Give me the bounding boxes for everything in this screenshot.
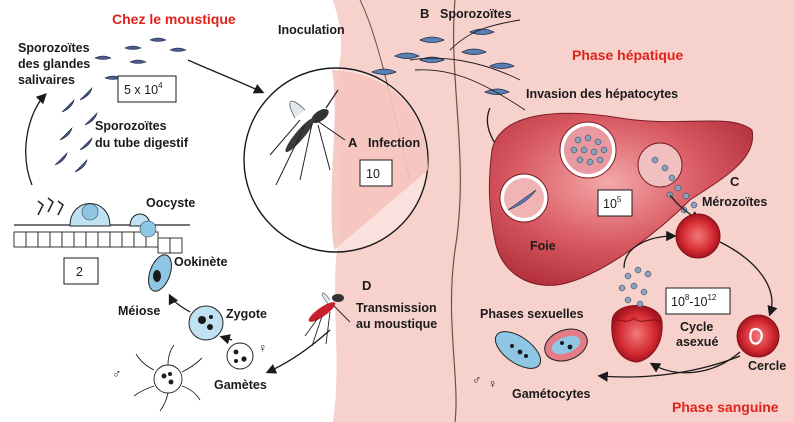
female-gamete-icon (226, 342, 254, 370)
arrow-cycle-to-gametocytes (597, 355, 741, 382)
female-symbol-left: ♀ (258, 341, 267, 355)
infection-count: 10 (366, 167, 380, 181)
label-ring: Cercle (748, 359, 786, 373)
released-merozoites-icons (618, 266, 652, 308)
label-oocyst: Oocyste (146, 196, 195, 210)
oocyst-icon (69, 203, 157, 238)
svg-text:salivaires: salivaires (18, 73, 75, 87)
male-gamete-icon (133, 344, 203, 412)
erythrocyte-top-icon (675, 213, 721, 259)
ring-erythrocyte-icon (736, 314, 780, 358)
arrow-cycle-merozoite-to-ring (719, 241, 778, 317)
arrow-salivary-to-inoculation (187, 59, 265, 94)
letter-a: A (348, 135, 358, 150)
label-asexual: asexué (676, 335, 718, 349)
label-sexual-phases: Phases sexuelles (480, 307, 584, 321)
sporozoites-mosquito-icons (54, 37, 187, 173)
salivary-count: 5 x 104 (124, 81, 163, 97)
body-contour (450, 0, 461, 422)
label-infection: Infection (368, 136, 420, 150)
gametocyte-female-icon (544, 328, 588, 362)
letter-c: C (730, 174, 740, 189)
title-mosquito: Chez le moustique (112, 11, 236, 27)
liver-count-box (597, 189, 633, 217)
infected-hepatocyte-icon (559, 121, 617, 179)
oocyst-count-box (63, 257, 99, 285)
svg-text:du tube digestif: du tube digestif (95, 136, 189, 150)
label-hepatocyte-invasion: Invasion des hépatocytes (526, 87, 678, 101)
label-gametes: Gamètes (214, 378, 267, 392)
label-meiosis: Méiose (118, 304, 160, 318)
zygote-icon (188, 305, 224, 341)
arrow-gametes-to-zygote (219, 334, 233, 345)
label-sporozoites-top: Sporozoïtes (440, 7, 512, 21)
male-symbol: ♂ (112, 367, 121, 381)
female-symbol-right: ♀ (488, 377, 497, 391)
oocyst-count: 2 (76, 265, 83, 279)
arrow-zygote-to-ookinete (168, 293, 191, 313)
label-transmission-2: au moustique (356, 317, 437, 331)
label-merozoites: Mérozoïtes (702, 195, 767, 209)
label-liver: Foie (530, 239, 556, 253)
arrow-transmission-to-gametes (265, 329, 331, 374)
svg-text:des glandes: des glandes (18, 57, 90, 71)
gametocyte-male-icon (494, 331, 542, 369)
mosquito-icon (269, 89, 346, 186)
arrow-gut-to-salivary (25, 93, 47, 186)
infection-count-box (359, 159, 393, 187)
male-symbol-right: ♂ (472, 373, 481, 387)
hepatocyte-with-sporozoite-icon (499, 173, 549, 223)
label-zygote: Zygote (226, 307, 267, 321)
blood-count: 108-1012 (671, 293, 717, 309)
blood-count-box (665, 287, 731, 315)
sporozoites-skin-icons (371, 28, 515, 95)
title-hepatic: Phase hépatique (572, 47, 683, 63)
title-blood: Phase sanguine (672, 399, 779, 415)
letter-b: B (420, 6, 429, 21)
svg-text:Sporozoïtes: Sporozoïtes (18, 41, 90, 55)
label-gametocytes: Gamétocytes (512, 387, 591, 401)
salivary-sporozoites-text: Sporozoïtes des glandes salivaires (18, 41, 90, 87)
gut-sporozoites-text: Sporozoïtes du tube digestif (95, 119, 189, 150)
ookinete-icon (148, 254, 172, 292)
liver-count: 105 (603, 195, 622, 211)
gut-epithelium (13, 224, 190, 254)
salivary-count-box (117, 75, 177, 103)
schizont-erythrocyte-icon (611, 305, 663, 363)
blood-vessels (409, 19, 526, 111)
label-inoculation: Inoculation (278, 23, 345, 37)
label-cycle: Cycle (680, 320, 713, 334)
letter-d: D (362, 278, 371, 293)
mosquito-transmission-icon (304, 292, 351, 347)
label-transmission-1: Transmission (356, 301, 437, 315)
release-sporozoites-icons (37, 197, 64, 216)
label-ookinete: Ookinète (174, 255, 228, 269)
svg-text:Sporozoïtes: Sporozoïtes (95, 119, 167, 133)
arrow-cycle-schizont-to-merozoite (623, 230, 677, 269)
